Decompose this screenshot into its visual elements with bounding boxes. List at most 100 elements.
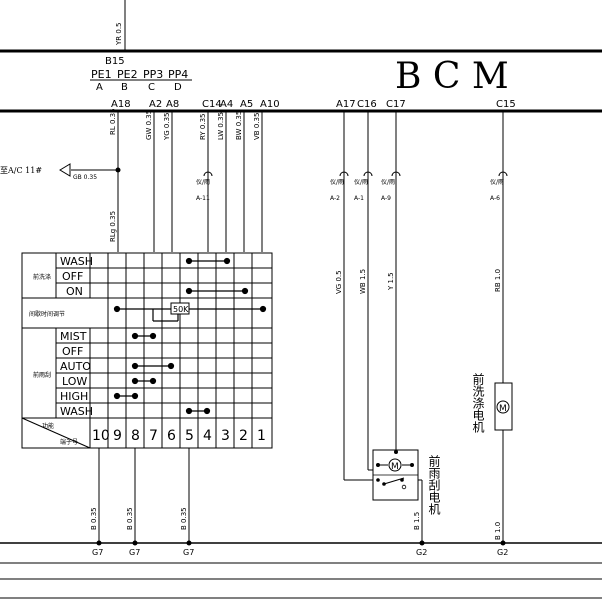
wiper-motor-label: 前雨刮电机	[427, 454, 441, 515]
switch-table: 前洗涤 间歇时间调节 前雨刮 WASH OFF ON MIST OFF AUTO…	[21, 252, 273, 449]
connector-pins: PE1 PE2 PP3 PP4 A B C D	[90, 68, 192, 93]
wire-label: GW 0.35	[145, 110, 153, 140]
wiper-motor-caption: 前雨刮电机	[427, 454, 441, 515]
terminal-label: A18	[111, 99, 131, 110]
switch-wires	[117, 111, 263, 252]
pin-number: 3	[221, 428, 230, 444]
wiper-group-label: 前雨刮	[33, 371, 51, 379]
wire-labels: RL 0.35 GW 0.35 YG 0.35 RY 0.35 LW 0.35 …	[109, 108, 261, 242]
header-function: 功能	[42, 422, 54, 430]
terminal-labels: A18 A2 A8 C14 A4 A5 A10 A17 C16 C17 C15	[111, 99, 516, 110]
wire-label: Y 1.5	[387, 272, 395, 291]
pin-number: 6	[167, 428, 176, 444]
pin-number: 7	[149, 428, 158, 444]
hop-icon	[363, 171, 373, 177]
pin-number: 1	[257, 428, 266, 444]
conn-mark-sub: A-9	[381, 195, 391, 202]
wiper-motor: M	[372, 449, 419, 501]
conn-mark: 仪/雨	[381, 179, 395, 186]
conn-mark: 仪/雨	[330, 179, 344, 186]
pin-label: PE2	[117, 68, 138, 81]
bcm-module: B C M B15	[0, 49, 602, 113]
wash-group-label: 前洗涤	[33, 273, 51, 281]
connector-label: B15	[105, 56, 125, 67]
header-terminal: 端子号	[60, 438, 78, 446]
table-frame	[21, 252, 273, 449]
pin-letter: D	[174, 82, 182, 93]
terminal-label: A4	[220, 99, 233, 110]
conn-mark-sub: A-1	[354, 195, 364, 202]
ground-bus: G7 G7 G7 G2 G2	[0, 540, 602, 599]
pin-letter: C	[148, 82, 155, 93]
pin-number: 4	[203, 428, 212, 444]
conn-mark-sub: A-11	[196, 195, 210, 202]
wire-label: B 0.35	[180, 507, 188, 530]
conn-mark-sub: A-2	[330, 195, 340, 202]
wire-label: VG 0.5	[335, 270, 343, 294]
resistor-icon	[170, 302, 190, 315]
wire-label: YG 0.35	[163, 112, 171, 141]
switch-connections	[113, 257, 267, 415]
pin-number: 5	[185, 428, 194, 444]
pin-label: PE1	[91, 68, 112, 81]
conn-mark: 仪/雨	[196, 179, 210, 186]
terminal-label: C14	[202, 99, 222, 110]
resistor-value: 50K	[173, 305, 189, 314]
hop-icon	[391, 171, 401, 177]
wire-label: B 0.35	[90, 507, 98, 530]
wire-label: B 1.5	[413, 512, 421, 530]
pin-label: PP3	[143, 68, 163, 81]
wire-label: B 1.0	[494, 522, 502, 540]
top-wire-label: YR 0.5	[115, 23, 123, 47]
hop-icon	[203, 171, 213, 177]
terminal-label: C15	[496, 99, 516, 110]
ground-wire-labels: B 0.35 B 0.35 B 0.35	[90, 507, 188, 530]
wire-label: RL 0.35	[109, 108, 117, 135]
hop-icon	[498, 171, 508, 177]
terminal-label: C17	[386, 99, 406, 110]
connector-hops-right: 仪/雨 A-2 仪/雨 A-1 仪/雨 A-9	[330, 171, 401, 202]
conn-mark: 仪/雨	[354, 179, 368, 186]
terminal-label: A17	[336, 99, 356, 110]
washer-motor-label: 前洗涤电机	[471, 372, 485, 433]
arrow-left-icon	[59, 163, 71, 177]
conn-mark-sub: A-6	[490, 195, 500, 202]
row-label-on: ON	[66, 285, 83, 298]
wire-label: WB 1.5	[359, 269, 367, 294]
pin-number: 8	[131, 428, 140, 444]
terminal-label: A2	[149, 99, 162, 110]
row-label-wash: WASH	[60, 255, 93, 268]
row-label-low: LOW	[62, 375, 87, 388]
wire-label: RY 0.35	[199, 113, 207, 140]
conn-mark: 仪/雨	[490, 179, 504, 186]
pin-letter: B	[121, 82, 128, 93]
row-label-off: OFF	[62, 345, 83, 358]
pin-number: 2	[239, 428, 248, 444]
wire-label: RB 1.0	[494, 269, 502, 292]
motor-icon	[388, 458, 402, 472]
interval-label: 间歇时间调节	[29, 310, 65, 318]
row-label-mist: MIST	[60, 330, 87, 343]
ground-label: G7	[129, 548, 140, 557]
module-title: B C M	[395, 56, 509, 97]
washer-circuit: 仪/雨 A-6 RB 1.0 B 1.0 M 前洗涤电机	[471, 111, 513, 543]
connector-hop: 仪/雨 A-11	[196, 171, 213, 202]
terminal-label: C16	[357, 99, 377, 110]
wire-label: GB 0.35	[73, 174, 97, 181]
row-label-high: HIGH	[60, 390, 88, 403]
pin-label: PP4	[168, 68, 188, 81]
pin-number: 10	[92, 428, 110, 444]
wiper-wire-labels: VG 0.5 WB 1.5 Y 1.5 B 1.5	[335, 269, 421, 530]
wire-label: B 0.35	[126, 507, 134, 530]
ground-label: G2	[416, 548, 427, 557]
terminal-label: A5	[240, 99, 253, 110]
ground-label: G7	[183, 548, 194, 557]
hop-icon	[339, 171, 349, 177]
terminal-label: A10	[260, 99, 280, 110]
motor-icon	[496, 400, 510, 414]
wire-label: VB 0.35	[253, 113, 261, 140]
ac-label: 至A/C 11#	[0, 166, 42, 175]
wire-label: LW 0.35	[217, 112, 225, 140]
ac-branch: 至A/C 11# GB 0.35	[0, 163, 121, 181]
